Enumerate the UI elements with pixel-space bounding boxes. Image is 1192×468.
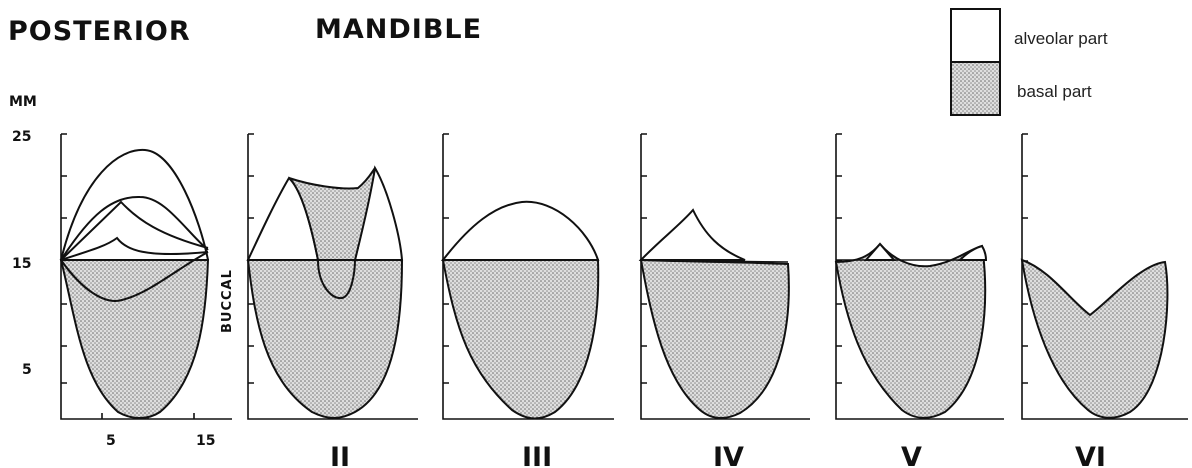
panel-6-basal-area xyxy=(1020,258,1169,419)
panel-3-alveolar-area xyxy=(440,200,600,261)
panel-2-buccal-label: BUCCAL xyxy=(220,269,235,333)
y-tick-25: 25 xyxy=(12,129,31,145)
panel-5-basal-area xyxy=(834,242,987,419)
panel-4-label: IV xyxy=(713,442,744,468)
panel-5: V xyxy=(834,133,1004,468)
panel-3-label: III xyxy=(522,442,552,468)
panel-1-alveolar-curve-2 xyxy=(60,195,209,261)
panel-6-label: VI xyxy=(1075,442,1106,468)
panel-1-alveolar-curve-4 xyxy=(60,236,209,261)
panel-6-y-ticks xyxy=(1022,133,1028,384)
panel-4-alveolar-area xyxy=(638,208,746,261)
axis-unit-label: MM xyxy=(9,94,37,110)
panel-2-label: II xyxy=(330,442,350,468)
panel-1-inner-curve xyxy=(60,251,209,302)
panel-5-axes xyxy=(835,134,1004,420)
title-posterior: POSTERIOR xyxy=(8,16,191,47)
panel-2-basal-area xyxy=(246,259,404,419)
panel-4-axes xyxy=(640,134,810,420)
panel-3: III xyxy=(440,133,614,468)
legend-alveolar-label: alveolar part xyxy=(1014,29,1108,48)
legend: alveolar part basal part xyxy=(950,8,1108,116)
title-mandible: MANDIBLE xyxy=(315,14,482,45)
panel-4-baseline xyxy=(640,259,789,263)
panel-5-alveolar-right xyxy=(957,244,988,261)
x-tick-5: 5 xyxy=(106,433,116,449)
panel-4-basal-area xyxy=(639,258,790,419)
panel-4: IV xyxy=(638,133,810,468)
panel-2-basal-upper xyxy=(288,167,376,261)
x-tick-15: 15 xyxy=(196,433,215,449)
legend-basal-label: basal part xyxy=(1017,82,1092,101)
panel-3-basal-area xyxy=(441,259,600,420)
panel-2: BUCCAL II xyxy=(220,133,418,468)
y-tick-5: 5 xyxy=(22,362,32,378)
panel-5-y-ticks xyxy=(836,133,842,384)
panel-1 xyxy=(59,133,232,420)
panel-1-alveolar-curve-3 xyxy=(60,200,209,261)
panel-1-basal-area xyxy=(59,259,210,419)
panel-1-alveolar-curve-1 xyxy=(60,148,209,261)
panel-1-axes xyxy=(60,134,232,420)
panel-6: VI xyxy=(1020,133,1188,468)
panel-5-label: V xyxy=(901,442,922,468)
panel-2-lower-curve xyxy=(317,259,356,300)
panel-3-axes xyxy=(442,134,614,420)
legend-alveolar-swatch xyxy=(950,8,1001,63)
legend-basal-swatch xyxy=(950,61,1001,116)
panel-6-axes xyxy=(1021,134,1188,420)
panel-2-axes xyxy=(247,134,418,420)
y-tick-15: 15 xyxy=(12,256,31,272)
